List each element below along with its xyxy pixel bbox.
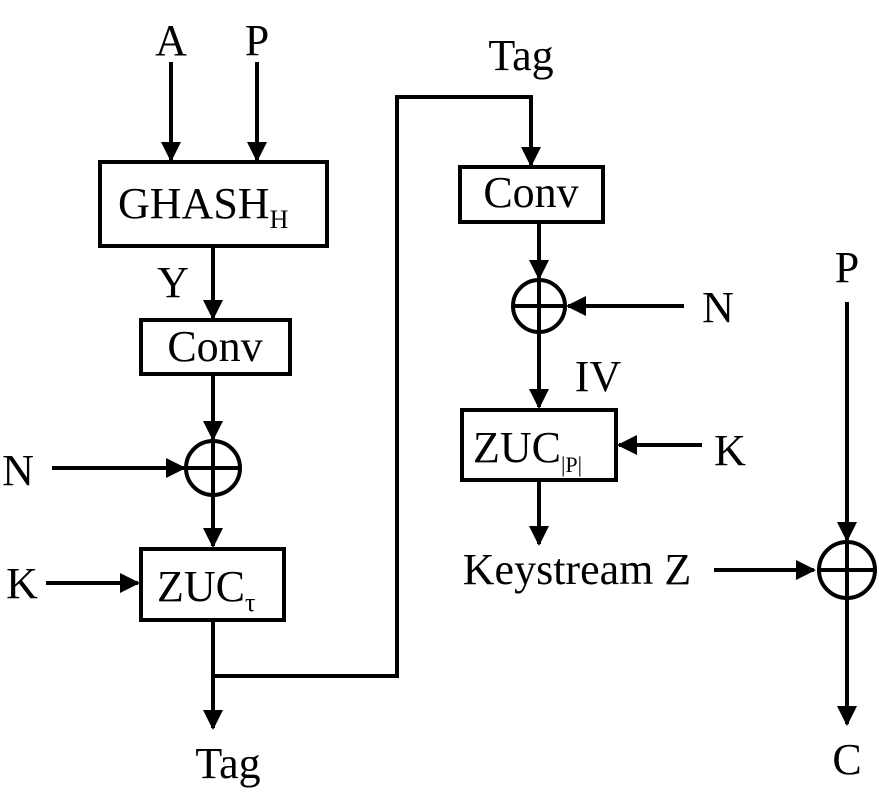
ghash-label: GHASHH xyxy=(118,179,289,234)
keystream-label: Keystream Z xyxy=(463,545,691,594)
signal-iv-label: IV xyxy=(575,352,622,401)
zuc-tau-block xyxy=(139,547,286,622)
input-k-right-label: K xyxy=(714,426,746,475)
input-p-right-label: P xyxy=(835,243,859,292)
zuc-p-block xyxy=(460,408,618,482)
ghash-block xyxy=(98,160,329,248)
conv-right-block xyxy=(458,165,605,224)
input-tag-top-label: Tag xyxy=(488,31,553,80)
ghash-main-text: GHASH xyxy=(118,179,270,228)
signal-y-label: Y xyxy=(157,258,189,307)
output-c-label: C xyxy=(832,735,861,784)
zuc-tau-main-text: ZUC xyxy=(157,562,245,611)
zuc-tau-subscript: τ xyxy=(245,588,255,617)
input-p-label: P xyxy=(245,16,269,65)
input-n-left-label: N xyxy=(2,446,34,495)
input-a-label: A xyxy=(155,16,187,65)
zuc-p-label: ZUC|P| xyxy=(473,423,582,477)
xor-output-icon xyxy=(817,540,877,600)
output-tag-label: Tag xyxy=(195,739,260,788)
zuc-p-main-text: ZUC xyxy=(473,423,561,472)
conv-left-label: Conv xyxy=(167,322,262,371)
input-n-right-label: N xyxy=(702,283,734,332)
tag-feedback-wire xyxy=(213,95,541,678)
conv-left-block xyxy=(139,318,292,376)
xor-left-icon xyxy=(184,439,242,497)
input-k-left-label: K xyxy=(6,559,38,608)
zuc-p-subscript: |P| xyxy=(561,452,582,477)
conv-right-label: Conv xyxy=(483,168,578,217)
xor-right-icon xyxy=(511,278,567,334)
zuc-tau-label: ZUCτ xyxy=(157,562,255,617)
ghash-subscript: H xyxy=(270,205,289,234)
